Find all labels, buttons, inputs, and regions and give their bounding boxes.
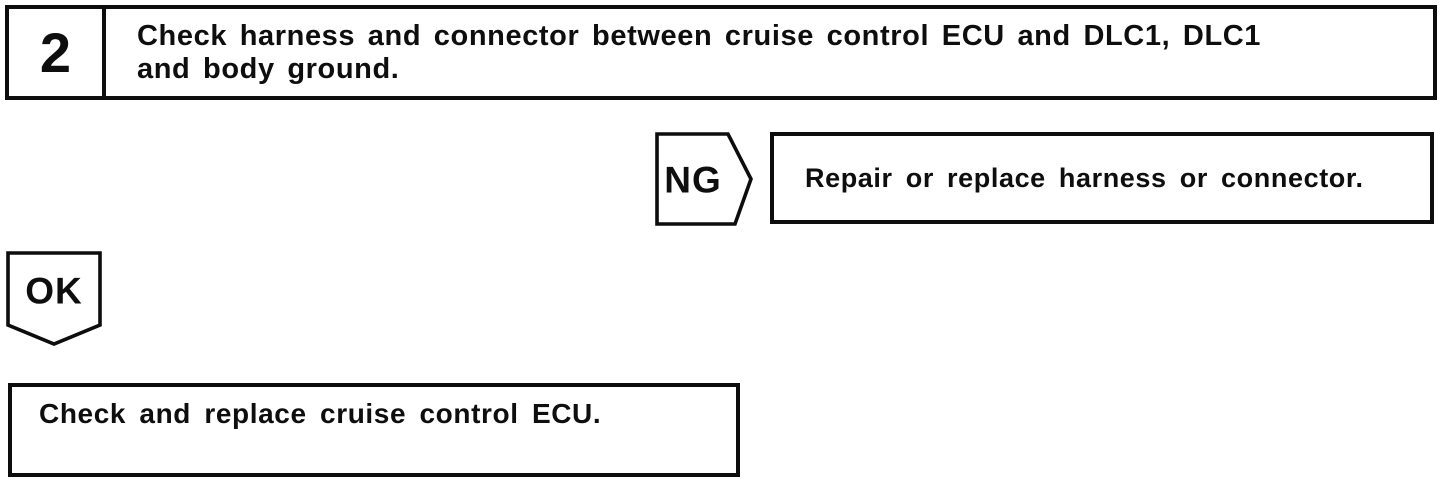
- step-instruction: Check harness and connector between crui…: [106, 9, 1433, 96]
- ok-action-box: Check and replace cruise control ECU.: [8, 383, 740, 477]
- ng-flag: NG: [655, 132, 753, 226]
- instruction-line-1: Check harness and connector between crui…: [137, 19, 1262, 52]
- ng-action-box: Repair or replace harness or connector.: [770, 132, 1434, 224]
- ok-flag-shape: [6, 251, 102, 346]
- instruction-line-2: and body ground.: [137, 52, 400, 85]
- ok-flag-label: OK: [25, 271, 83, 312]
- ng-action-text: Repair or replace harness or connector.: [805, 162, 1364, 193]
- ng-flag-label: NG: [664, 160, 722, 201]
- ng-flag-shape: [655, 132, 753, 226]
- step-number: 2: [9, 9, 106, 96]
- step-box: 2 Check harness and connector between cr…: [5, 5, 1437, 100]
- ok-action-text: Check and replace cruise control ECU.: [39, 398, 602, 429]
- ok-flag: OK: [6, 251, 102, 346]
